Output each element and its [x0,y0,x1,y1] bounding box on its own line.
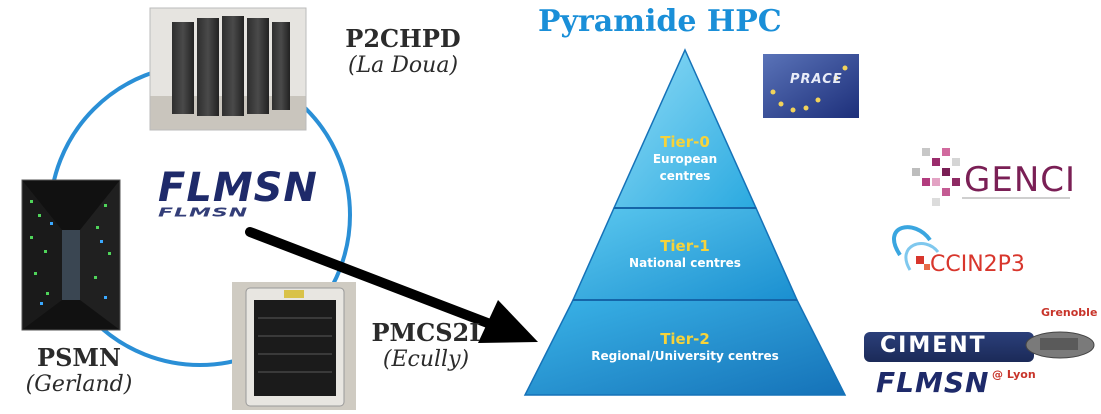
tier-1-name: Tier-1 [660,237,710,255]
lyon-label: @ Lyon [992,368,1036,381]
flmsn-lyon-text: FLMSN [876,366,990,399]
pyramid-title: Pyramide HPC [538,4,782,39]
grenoble-label: Grenoble [1041,306,1098,319]
arrow-head [478,300,538,343]
prace-logo [763,54,859,118]
ciment-logo-text: CIMENT [880,333,987,358]
p2chpd-location: (La Doua) [347,53,459,78]
ccin2p3-logo-text: CCIN2P3 [930,252,1025,277]
prace-logo-text: PRACE [790,72,843,87]
tier-1: Tier-1 National centres [585,237,785,272]
pmcs2i-name: PMCS2I [371,318,481,347]
genci-logo-text: GENCI [964,160,1077,200]
tier-2: Tier-2 Regional/University centres [545,330,825,365]
tier-2-desc: Regional/University centres [591,349,779,363]
pmcs2i-location: (Ecully) [382,347,470,372]
flmsn-logo-reflection: FLMSN [158,205,249,220]
pmcs2i-label: PMCS2I (Ecully) [360,318,492,372]
flmsn-logo-text: FLMSN [158,165,318,211]
arrow-shaft [245,227,503,332]
p2chpd-label: P2CHPD (La Doua) [333,24,473,78]
psmn-photo [21,179,121,331]
p2chpd-name: P2CHPD [345,24,461,53]
psmn-location: (Gerland) [25,372,133,397]
cropped-corner-fragment [968,0,1101,4]
arrow [245,227,538,343]
tier-0-desc-line1: European [652,152,718,166]
ccin2p3-logo [892,225,940,271]
pyramid [523,48,847,396]
psmn-label: PSMN (Gerland) [4,343,154,397]
tier-0-name: Tier-0 [660,133,710,151]
tier-0-desc-line2: centres [659,169,711,183]
flmsn-center-logo: FLMSN FLMSN [158,168,318,226]
p2chpd-photo [149,7,307,131]
tier-1-desc: National centres [629,256,741,270]
tier-0: Tier-0 European centres [620,133,750,185]
pmcs2i-photo [232,282,356,410]
tier-2-name: Tier-2 [660,330,710,348]
flmsn-lyon-logo: FLMSN [876,368,989,398]
genci-logo [912,148,1070,206]
ciment-logo [864,331,1095,362]
psmn-name: PSMN [37,343,121,372]
